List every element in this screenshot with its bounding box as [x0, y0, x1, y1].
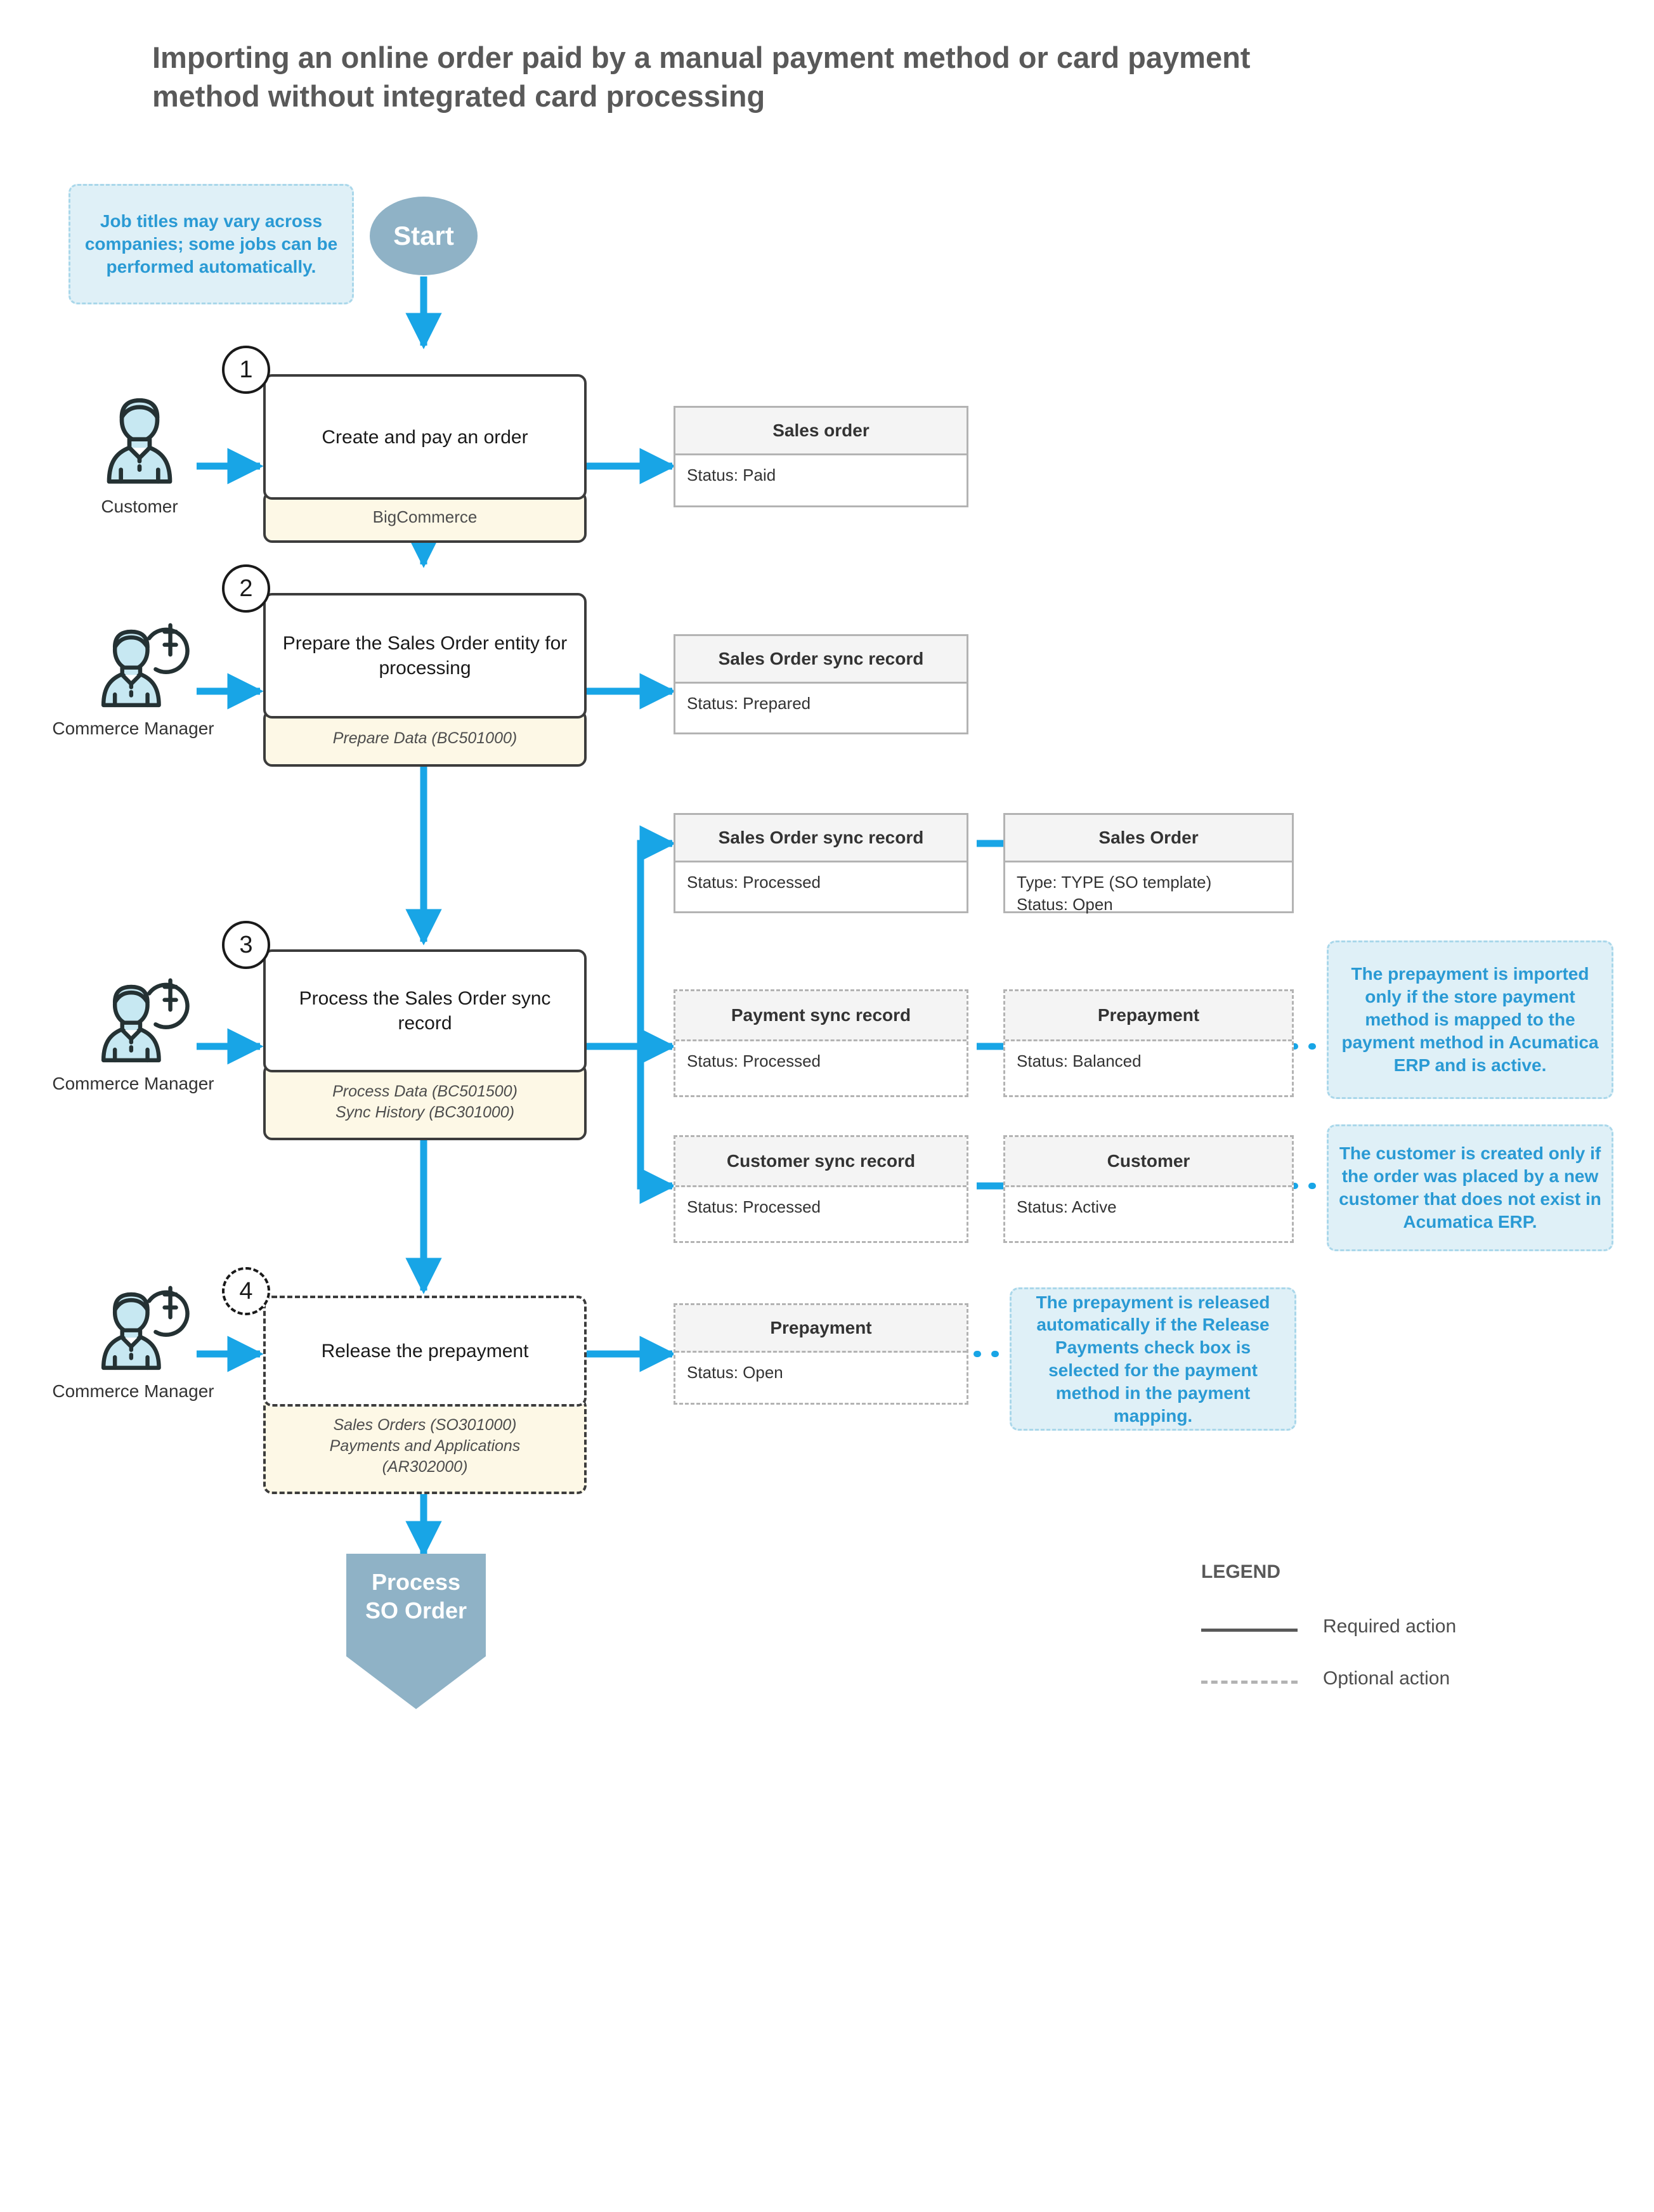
entity-card-so-sync-3: Sales Order sync record Status: Processe…: [674, 813, 968, 913]
note-prepayment-imported: The prepayment is imported only if the s…: [1327, 940, 1613, 1099]
entity-header: Customer: [1005, 1137, 1292, 1187]
entity-header: Sales order: [675, 408, 967, 455]
actor-label-commerce-manager-3: Commerce Manager: [52, 1074, 214, 1093]
actor-label-commerce-manager-4: Commerce Manager: [52, 1381, 214, 1401]
end-line-1: Process: [371, 1569, 461, 1595]
step-badge-4: 4: [222, 1267, 270, 1315]
entity-header: Sales Order sync record: [675, 636, 967, 684]
process-box-1[interactable]: Create and pay an order BigCommerce: [263, 374, 587, 543]
entity-header: Prepayment: [675, 1305, 967, 1353]
process-screens-4-line2: Payments and Applications: [329, 1436, 521, 1455]
entity-line-1: Status: Paid: [687, 465, 776, 485]
process-box-3[interactable]: Process the Sales Order sync record Proc…: [263, 949, 587, 1140]
entity-header: Prepayment: [1005, 991, 1292, 1041]
process-box-4[interactable]: Release the prepayment Sales Orders (SO3…: [263, 1296, 587, 1494]
entity-header: Sales Order: [1005, 815, 1292, 862]
process-screens-3: Process Data (BC501500) Sync History (BC…: [263, 1064, 587, 1140]
entity-header: Sales Order sync record: [675, 815, 967, 862]
process-title-2: Prepare the Sales Order entity for proce…: [263, 593, 587, 719]
process-screens-4-line3: (AR302000): [382, 1457, 468, 1476]
process-screens-4: Sales Orders (SO301000) Payments and App…: [263, 1398, 587, 1494]
legend-swatch-required: [1201, 1629, 1298, 1632]
entity-header: Customer sync record: [675, 1137, 967, 1187]
start-terminator: Start: [370, 197, 478, 275]
entity-card-so-sync-2: Sales Order sync record Status: Prepared: [674, 634, 968, 734]
end-line-2: SO Order: [365, 1597, 467, 1623]
legend-swatch-optional: [1201, 1681, 1298, 1684]
entity-line-1: Status: Processed: [687, 1051, 821, 1070]
actor-label-customer: Customer: [101, 497, 178, 516]
legend-label-optional: Optional action: [1323, 1668, 1450, 1689]
process-box-2[interactable]: Prepare the Sales Order entity for proce…: [263, 593, 587, 767]
entity-line-1: Status: Balanced: [1017, 1051, 1142, 1070]
entity-body: Type: TYPE (SO template) Status: Open: [1005, 862, 1292, 925]
entity-card-customer-sync-3: Customer sync record Status: Processed: [674, 1135, 968, 1243]
page-title: Importing an online order paid by a manu…: [152, 41, 1251, 114]
step-badge-1: 1: [222, 346, 270, 394]
avatar-commerce-manager-4: [89, 1275, 190, 1376]
entity-card-sales-order-3: Sales Order Type: TYPE (SO template) Sta…: [1003, 813, 1294, 914]
process-title-3: Process the Sales Order sync record: [263, 949, 587, 1072]
entity-card-prepayment-3: Prepayment Status: Balanced: [1003, 989, 1294, 1097]
entity-line-1: Status: Processed: [687, 873, 821, 892]
entity-line-2: Status: Open: [1017, 895, 1113, 914]
avatar-commerce-manager-3: [89, 967, 190, 1069]
note-customer-created: The customer is created only if the orde…: [1327, 1124, 1613, 1251]
step-badge-2: 2: [222, 564, 270, 613]
entity-card-prepayment-4: Prepayment Status: Open: [674, 1303, 968, 1405]
legend-title: LEGEND: [1201, 1561, 1281, 1582]
start-label: Start: [393, 221, 454, 250]
entity-line-1: Type: TYPE (SO template): [1017, 873, 1212, 892]
process-screens-3-line1: Process Data (BC501500): [332, 1082, 518, 1100]
process-title-1: Create and pay an order: [263, 374, 587, 500]
process-title-4: Release the prepayment: [263, 1296, 587, 1407]
entity-line-1: Status: Processed: [687, 1197, 821, 1216]
actor-label-commerce-manager-2: Commerce Manager: [52, 719, 214, 738]
entity-header: Payment sync record: [675, 991, 967, 1041]
step-badge-3: 3: [222, 921, 270, 969]
entity-line-1: Status: Open: [687, 1363, 783, 1382]
entity-card-customer-3: Customer Status: Active: [1003, 1135, 1294, 1243]
entity-line-1: Status: Prepared: [687, 694, 811, 713]
avatar-commerce-manager-2: [89, 612, 190, 713]
avatar-customer: [89, 387, 190, 488]
entity-line-1: Status: Active: [1017, 1197, 1117, 1216]
note-prepayment-released: The prepayment is released automatically…: [1010, 1287, 1296, 1431]
process-screens-3-line2: Sync History (BC301000): [335, 1103, 515, 1121]
note-job-titles: Job titles may vary across companies; so…: [68, 184, 354, 304]
legend-label-required: Required action: [1323, 1616, 1457, 1637]
process-screens-4-line1: Sales Orders (SO301000): [333, 1415, 517, 1434]
entity-card-payment-sync-3: Payment sync record Status: Processed: [674, 989, 968, 1097]
entity-card-sales-order-1: Sales order Status: Paid: [674, 406, 968, 507]
